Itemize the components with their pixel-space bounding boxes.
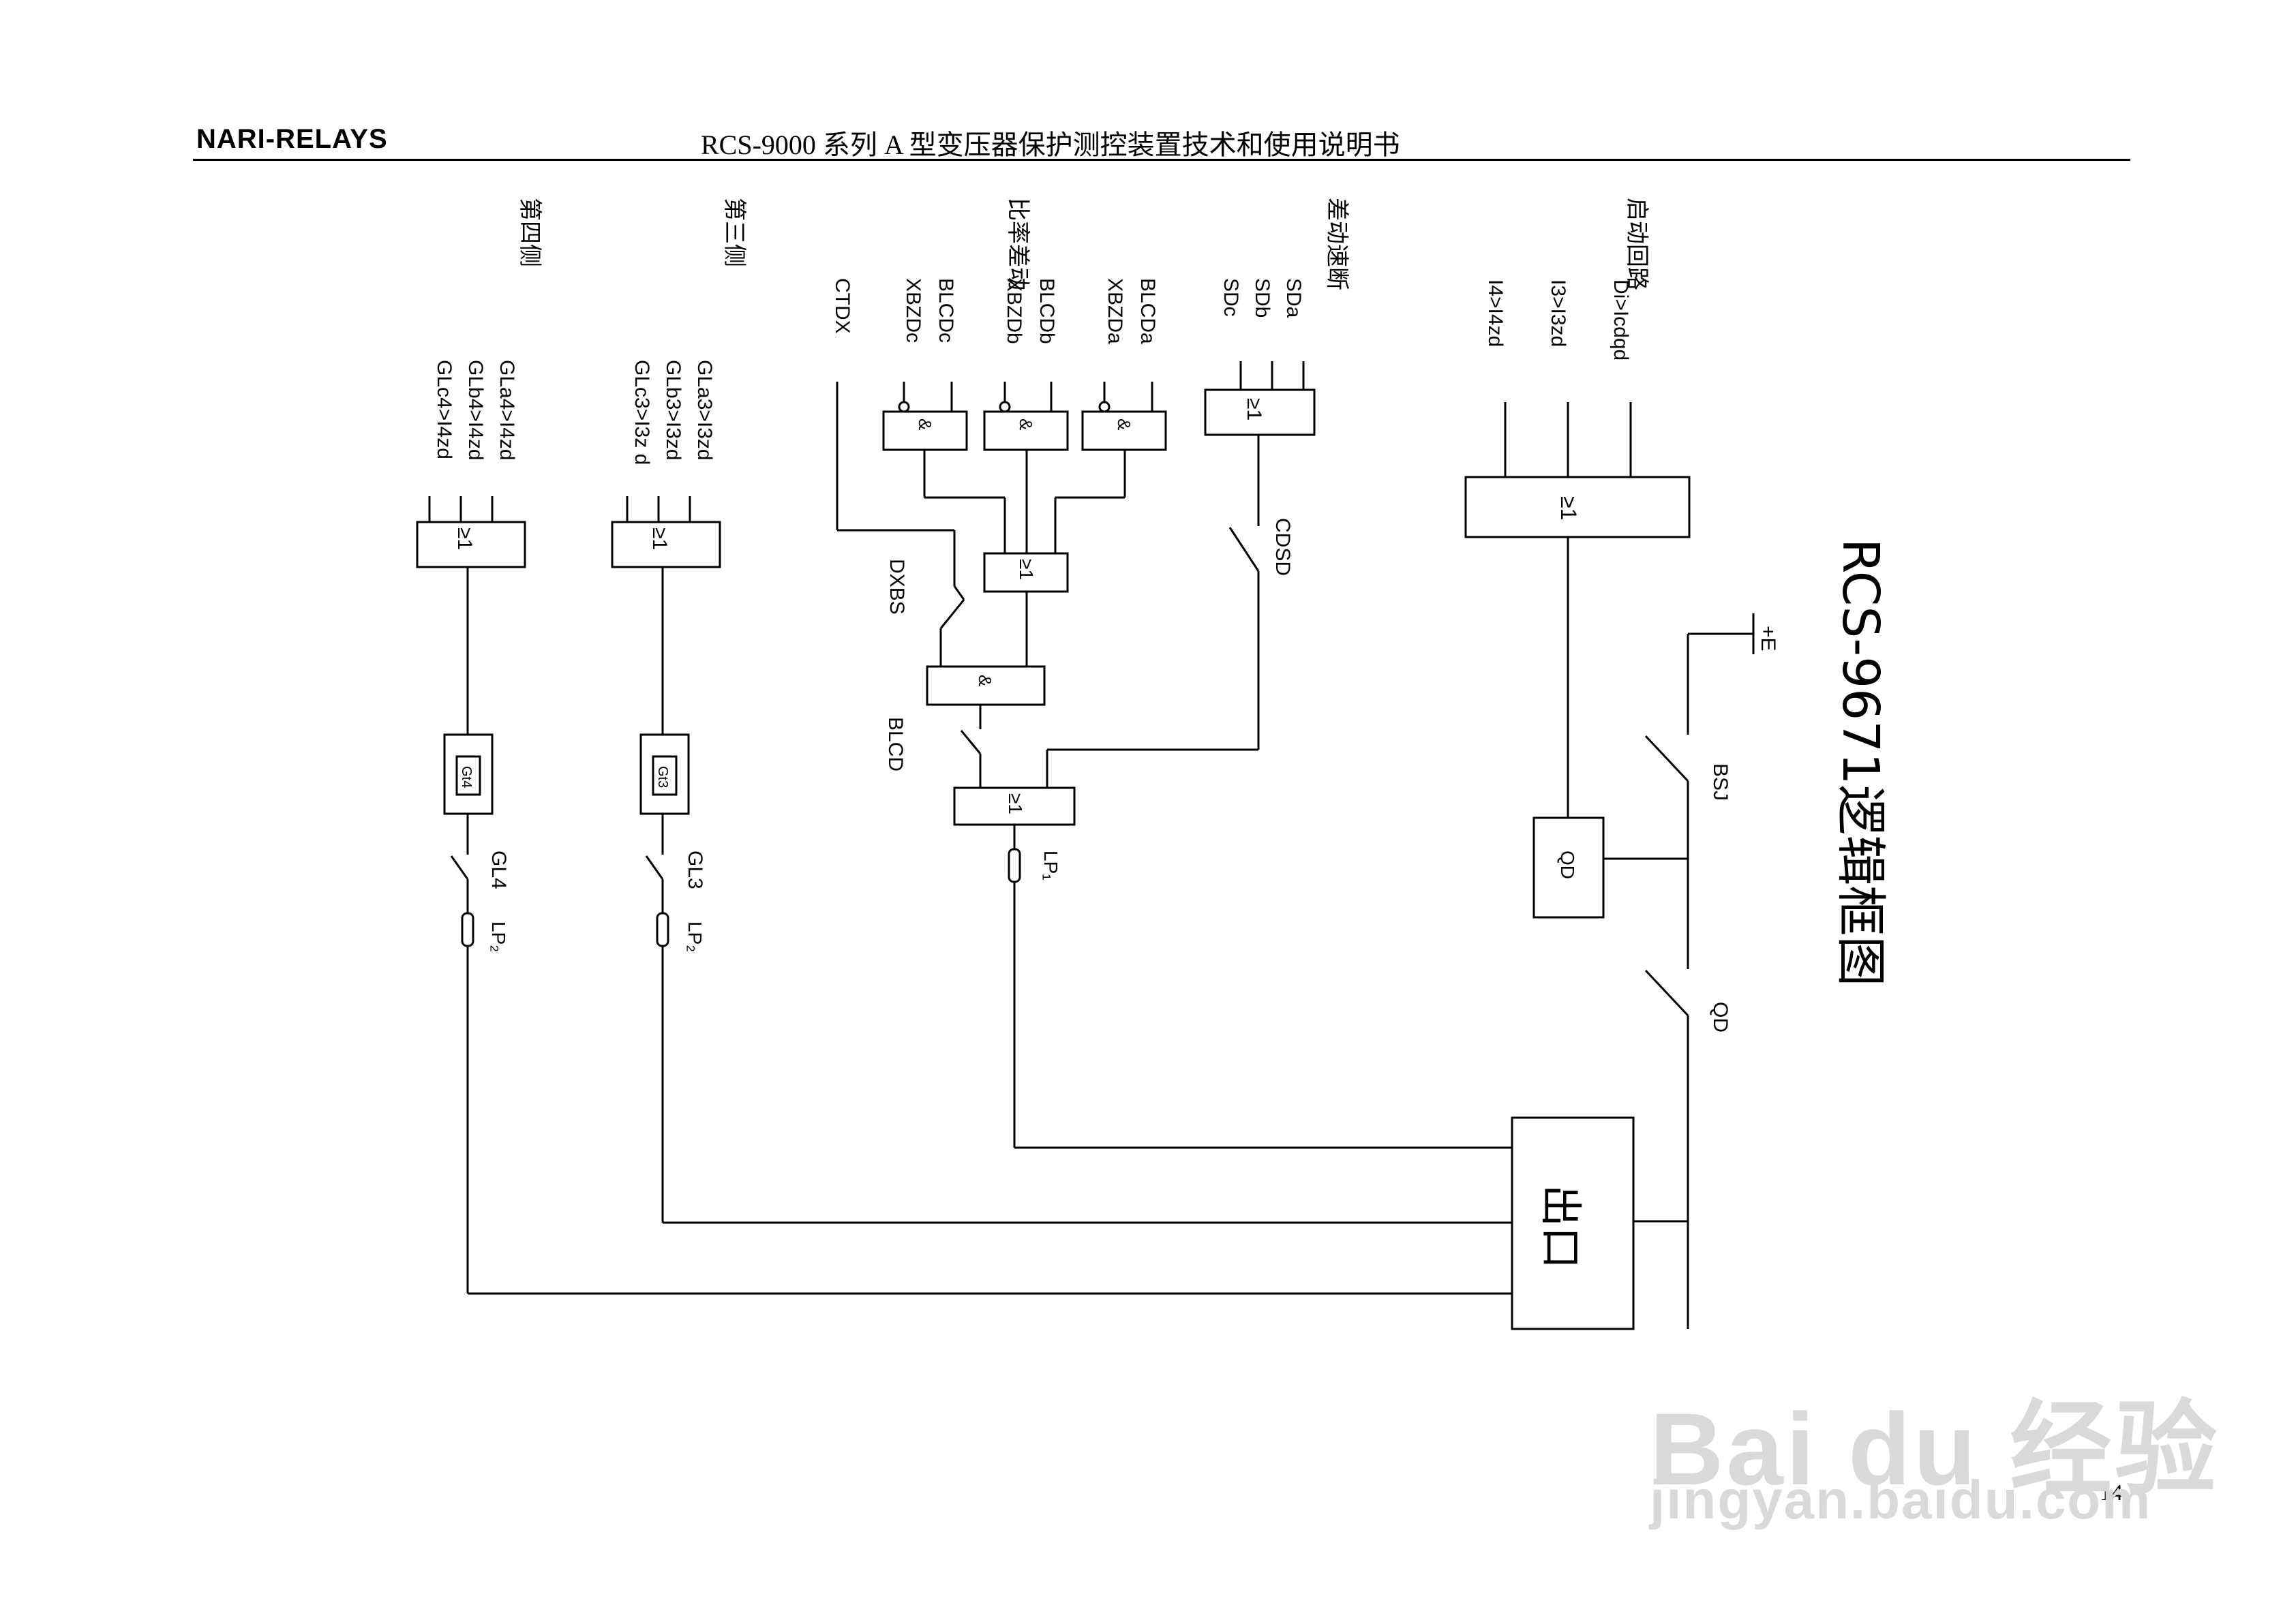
signal-glc3: GLc3>I3z d [631, 360, 653, 465]
dxbs-contact [953, 585, 965, 600]
blcd-contact-label: BLCD [884, 717, 907, 771]
qd-block [1532, 816, 1605, 919]
side4-lp2-link [461, 912, 474, 947]
watermark-logo: Bai du 经验 [1650, 1392, 2220, 1506]
invert-bubble-a [1098, 401, 1111, 413]
diff-final-or-gate [953, 786, 1076, 826]
gl4-contact-label: GL4 [487, 851, 510, 889]
blocking-and-gate-label: & [975, 675, 995, 686]
signal-sdb: SDb [1251, 278, 1273, 318]
gl3-contact-label: GL3 [684, 851, 706, 889]
startup-or-gate [1464, 476, 1691, 538]
quick-break-or-gate-label: ≥1 [1243, 398, 1265, 420]
brand-logo-text: NARI-RELAYS [196, 124, 388, 154]
bsj-contact-label: BSJ [1709, 763, 1732, 801]
fourth-side: 第四侧 GLa4>I4zd GLb4>I4zd GLc4>I4zd ≥1 Gt4… [416, 198, 1512, 1295]
qd-contact [1644, 969, 1689, 1017]
group-label-startup: 启动回路 [1623, 198, 1650, 290]
diagram-title: RCS-9671逻辑框图 [1831, 538, 1890, 986]
blcd-contact [960, 730, 982, 754]
signal-xbzdc: XBZDc [902, 278, 924, 343]
signal-gla4: GLa4>I4zd [496, 360, 518, 461]
signal-di: Di>Icdqd [1610, 279, 1632, 361]
group-label-side3: 第三侧 [721, 198, 748, 267]
diff-quick-break: 差动速断 SDa SDb SDc ≥1 CDSD [1046, 198, 1350, 788]
watermark-url: jingyan.baidu.com [1650, 1469, 2152, 1530]
and-gate-phase-c-label: & [915, 418, 935, 430]
header-rule [193, 159, 2130, 161]
signal-sda: SDa [1282, 278, 1305, 318]
page-number: 14 [2100, 1480, 2123, 1505]
signal-glc4: GLc4>I4zd [433, 360, 455, 459]
signal-xbzdb: XBZDb [1003, 278, 1025, 344]
bsj-contact [1644, 735, 1689, 782]
side4-or-gate-label: ≥1 [453, 527, 476, 550]
signal-ctdx: CTDX [831, 278, 854, 334]
side3-lp2-link [656, 912, 669, 947]
and-gate-phase-c [882, 410, 968, 451]
document-title: RCS-9000 系列 A 型变压器保护测控装置技术和使用说明书 [701, 129, 1400, 160]
group-label-ratio-diff: 比率差动 [1004, 198, 1031, 290]
startup-loop: 启动回路 Di>Icdqd I3>I3zd I4>I4zd ≥1 QD [1464, 198, 1691, 919]
output-block-label: 出口 [1536, 1184, 1586, 1269]
and-gate-phase-a [1081, 410, 1167, 451]
side3-timer-inner [652, 755, 678, 796]
supply-output-loop: +E BSJ QD 出口 RCS-9671逻辑框图 [1511, 538, 1890, 1330]
ratio-differential: 比率差动 BLCDa XBZDa BLCDb XBZDb BLCDc XBZDc… [831, 198, 1512, 1149]
output-block [1511, 1116, 1635, 1330]
startup-or-gate-label: ≥1 [1556, 496, 1581, 520]
signal-blcda: BLCDa [1136, 278, 1159, 344]
and-gate-phase-b-label: & [1016, 418, 1036, 430]
cdsd-contact [1228, 527, 1260, 572]
signal-i3: I3>I3zd [1547, 279, 1569, 347]
and-gate-phase-b [983, 410, 1069, 451]
side3-lp2-link-label: LP₂ [684, 921, 706, 952]
signal-xbzda: XBZDa [1104, 278, 1126, 344]
side3-or-gate-label: ≥1 [648, 527, 671, 550]
and-gate-phase-a-label: & [1114, 418, 1134, 430]
side3-timer-label: Gt3 [655, 766, 670, 788]
cdsd-contact-label: CDSD [1271, 518, 1294, 576]
qd-contact-label: QD [1709, 1002, 1732, 1032]
qd-block-label: QD [1557, 851, 1578, 879]
ratio-diff-or-gate [983, 552, 1069, 593]
side4-timer-label: Gt4 [459, 766, 474, 788]
signal-blcdb: BLCDb [1036, 278, 1058, 344]
side4-timer-inner [455, 755, 481, 796]
side3-or-gate [611, 521, 721, 568]
lp1-link [1008, 848, 1021, 883]
invert-bubble-b [999, 401, 1011, 413]
signal-glb3: GLb3>I3zd [662, 360, 684, 461]
blocking-and-gate [926, 665, 1046, 706]
supply-plus-e: +E [1757, 626, 1779, 652]
invert-bubble-c [898, 401, 910, 413]
dxbs-contact-label: DXBS [886, 559, 908, 615]
diff-final-or-gate-label: ≥1 [1005, 793, 1026, 814]
signal-blcdc: BLCDc [935, 278, 957, 343]
gl3-contact [645, 855, 664, 880]
signal-i4: I4>I4zd [1484, 279, 1507, 347]
side4-lp2-link-label: LP₂ [488, 921, 509, 952]
quick-break-or-gate [1204, 388, 1316, 436]
signal-glb4: GLb4>I4zd [464, 360, 487, 461]
gl4-contact [450, 855, 469, 880]
group-label-diff-quick: 差动速断 [1323, 198, 1350, 290]
group-label-side4: 第四侧 [516, 198, 543, 267]
side4-or-gate [416, 521, 526, 568]
signal-sdc: SDc [1220, 278, 1242, 317]
third-side: 第三侧 GLa3>I3zd GLb3>I3zd GLc3>I3z d ≥1 Gt… [611, 198, 1512, 1224]
lp1-link-label: LP₁ [1040, 851, 1061, 881]
signal-gla3: GLa3>I3zd [693, 360, 716, 461]
ratio-diff-or-gate-label: ≥1 [1016, 559, 1037, 580]
